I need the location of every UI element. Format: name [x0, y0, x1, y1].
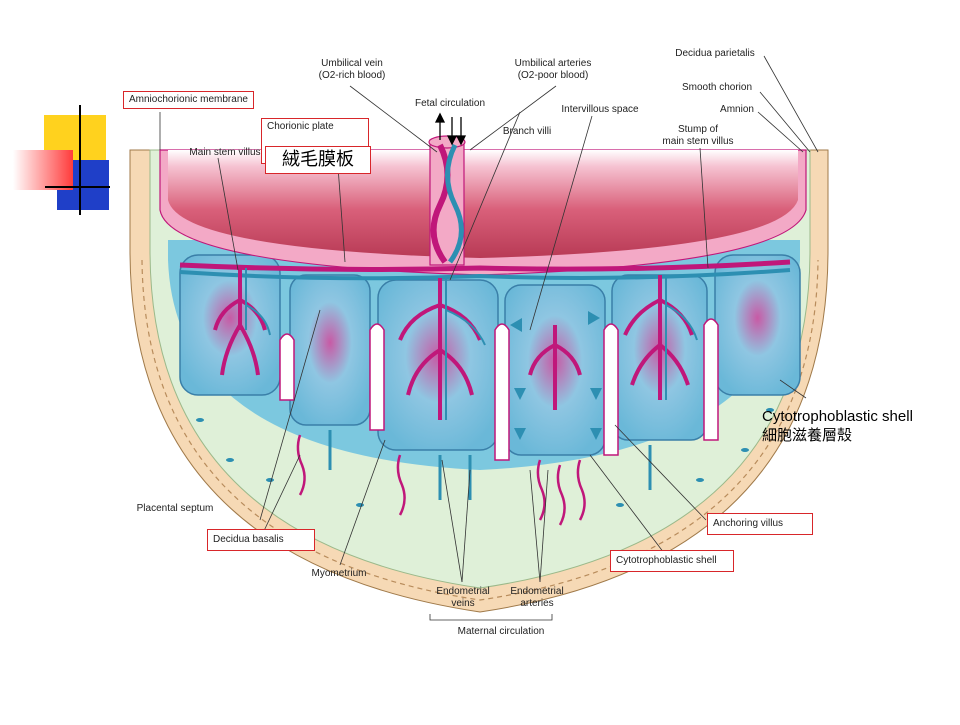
chorionic-vein [179, 268, 791, 281]
maternal-flow-arrows [510, 311, 602, 440]
label-cytotrophoblastic-shell-callout: Cytotrophoblastic shell 細胞滋養層殼 [762, 408, 913, 444]
label-stump-of-main-stem-villus: Stump of main stem villus [662, 124, 734, 147]
label-fetal-circulation: Fetal circulation [414, 98, 486, 109]
placental-septa [279, 318, 719, 461]
deco-red-square [13, 150, 73, 190]
fetal-circulation-arrows [434, 112, 467, 146]
label-anchoring-villus: Anchoring villus [707, 513, 813, 535]
label-myometrium: Myometrium [311, 568, 367, 579]
chorionic-artery [179, 259, 791, 272]
decidual-cells [196, 408, 774, 507]
label-chorionic-plate-cjk: 絨毛膜板 [265, 146, 371, 174]
label-decidua-parietalis: Decidua parietalis [675, 48, 755, 59]
label-intervillous-space: Intervillous space [561, 104, 639, 115]
leader-lines [159, 55, 819, 621]
label-smooth-chorion: Smooth chorion [681, 82, 753, 93]
label-main-stem-villus: Main stem villus [189, 147, 261, 158]
label-placental-septum: Placental septum [136, 503, 214, 514]
umbilical-cord [428, 135, 466, 266]
endometrial-veins [328, 430, 652, 500]
amniotic-cavity [168, 150, 798, 258]
decidua-boundary [141, 259, 819, 601]
villous-tree-veins [245, 268, 698, 420]
label-maternal-circulation: Maternal circulation [457, 626, 545, 637]
endometrial-arteries [296, 434, 586, 526]
label-cytotrophoblastic-shell: Cytotrophoblastic shell [610, 550, 734, 572]
label-umbilical-vein: Umbilical vein (O2-rich blood) [318, 58, 386, 81]
label-decidua-basalis: Decidua basalis [207, 529, 315, 551]
label-endometrial-veins: Endometrial veins [436, 586, 490, 609]
deco-horizontal-line [45, 186, 110, 188]
label-umbilical-arteries: Umbilical arteries (O2-poor blood) [514, 58, 592, 81]
label-amniochorionic-membrane: Amniochorionic membrane [123, 91, 254, 109]
label-amnion: Amnion [720, 104, 754, 115]
deco-vertical-line [79, 105, 81, 215]
label-endometrial-arteries: Endometrial arteries [510, 586, 564, 609]
label-branch-villi: Branch villi [502, 126, 552, 137]
